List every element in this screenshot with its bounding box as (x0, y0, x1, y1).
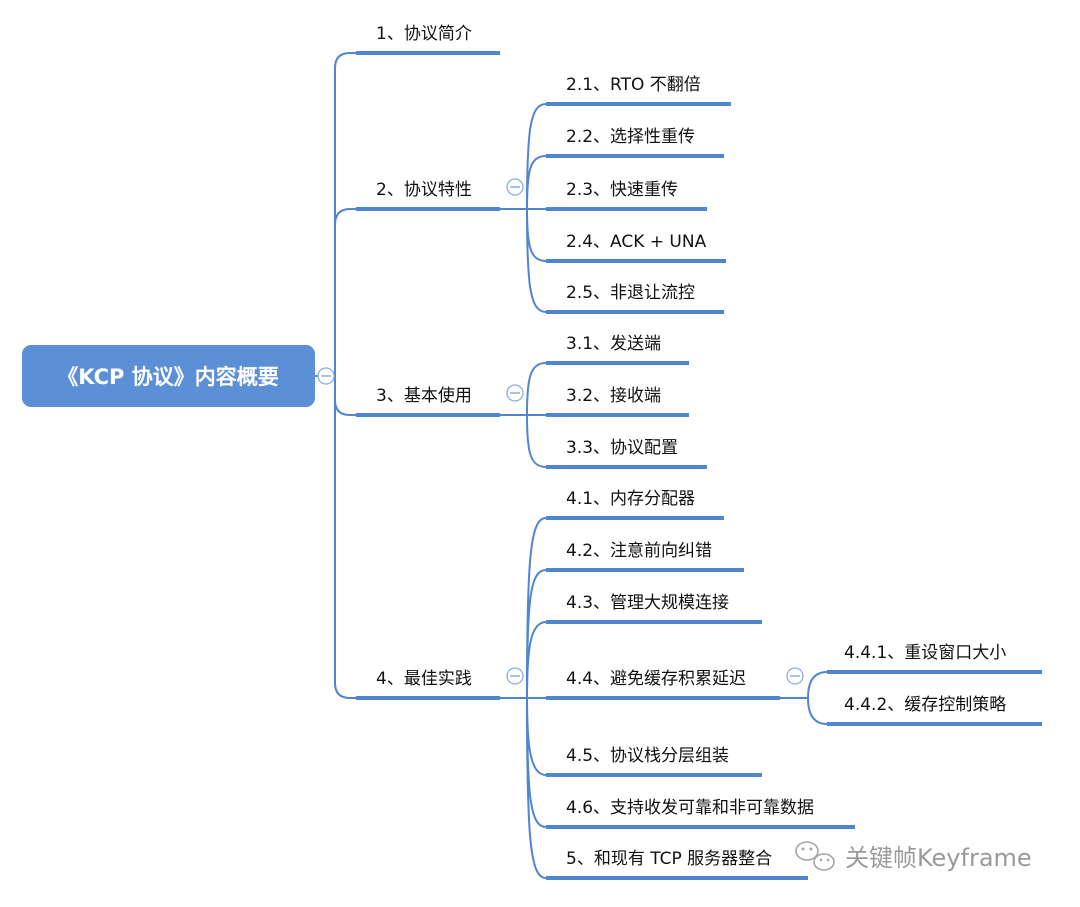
subtopic-label: 4.4、避免缓存积累延迟 (566, 669, 746, 689)
subtopic-label: 4.5、协议栈分层组装 (566, 746, 729, 766)
subtopic-label: 4.1、内存分配器 (566, 489, 695, 509)
topic-4[interactable]: 4、最佳实践 (356, 669, 500, 700)
collapse-subtopic-4-4-toggle[interactable] (786, 667, 804, 685)
subtopic-4-4[interactable]: 4.4、避免缓存积累延迟 (546, 669, 780, 700)
subtopic-label: 2.3、快速重传 (566, 180, 678, 200)
branch-4-connectors (500, 517, 547, 879)
subtopic-label: 3.1、发送端 (566, 334, 661, 354)
subtopic-4-6[interactable]: 4.6、支持收发可靠和非可靠数据 (546, 798, 855, 829)
watermark: 关键帧Keyframe (795, 841, 1032, 872)
subtopic-label: 2.2、选择性重传 (566, 127, 695, 147)
topic-3[interactable]: 3、基本使用 (356, 385, 500, 417)
wechat-icon (795, 841, 835, 871)
subtopic-3-2[interactable]: 3.2、接收端 (546, 386, 689, 417)
subtopic-2-4[interactable]: 2.4、ACK + UNA (546, 232, 726, 263)
topic-2[interactable]: 2、协议特性 (356, 180, 500, 211)
subtopic-label: 4.3、管理大规模连接 (566, 593, 729, 613)
subtopic-4-4-1[interactable]: 4.4.1、重设窗口大小 (827, 643, 1042, 674)
root-node[interactable]: 《KCP 协议》内容概要 (22, 345, 315, 407)
root-title: 《KCP 协议》内容概要 (57, 365, 278, 389)
topic-1[interactable]: 1、协议简介 (356, 24, 500, 55)
topic-label: 2、协议特性 (376, 180, 472, 200)
subtopic-4-3[interactable]: 4.3、管理大规模连接 (546, 593, 762, 624)
subtopic-label: 2.5、非退让流控 (566, 283, 695, 303)
branch-3-connectors (500, 362, 547, 468)
subtopic-4-5[interactable]: 4.5、协议栈分层组装 (546, 746, 762, 777)
subtopic-label: 4.6、支持收发可靠和非可靠数据 (566, 798, 814, 818)
collapse-topic-2-toggle[interactable] (506, 178, 524, 196)
topic-label: 3、基本使用 (376, 385, 472, 406)
subtopic-4-4-2[interactable]: 4.4.2、缓存控制策略 (827, 695, 1042, 726)
branch-2-connectors (500, 103, 547, 313)
subtopic-2-1[interactable]: 2.1、RTO 不翻倍 (546, 75, 731, 106)
subtopic-3-1[interactable]: 3.1、发送端 (546, 334, 689, 365)
collapse-root-toggle[interactable] (317, 367, 335, 385)
subtopic-5[interactable]: 5、和现有 TCP 服务器整合 (546, 849, 808, 880)
branch-4-4-connectors (780, 671, 828, 725)
root-connectors (315, 52, 356, 699)
collapse-topic-3-toggle[interactable] (506, 384, 524, 402)
subtopic-label: 5、和现有 TCP 服务器整合 (566, 849, 772, 869)
subtopic-label: 2.1、RTO 不翻倍 (566, 75, 701, 95)
watermark-text: 关键帧Keyframe (845, 844, 1032, 872)
subtopic-label: 4.2、注意前向纠错 (566, 541, 712, 561)
subtopic-2-5[interactable]: 2.5、非退让流控 (546, 283, 724, 314)
topic-label: 1、协议简介 (376, 24, 472, 44)
subtopic-2-2[interactable]: 2.2、选择性重传 (546, 127, 724, 158)
subtopic-label: 3.3、协议配置 (566, 438, 678, 458)
subtopic-3-3[interactable]: 3.3、协议配置 (546, 438, 707, 469)
subtopic-4-2[interactable]: 4.2、注意前向纠错 (546, 541, 744, 572)
subtopic-label: 4.4.1、重设窗口大小 (844, 643, 1006, 663)
subtopic-label: 2.4、ACK + UNA (566, 232, 707, 252)
topic-label: 4、最佳实践 (376, 669, 472, 689)
subtopic-4-1[interactable]: 4.1、内存分配器 (546, 489, 724, 520)
subtopic-label: 3.2、接收端 (566, 386, 661, 406)
subtopic-2-3[interactable]: 2.3、快速重传 (546, 180, 707, 211)
subtopic-label: 4.4.2、缓存控制策略 (844, 695, 1006, 715)
collapse-topic-4-toggle[interactable] (506, 667, 524, 685)
